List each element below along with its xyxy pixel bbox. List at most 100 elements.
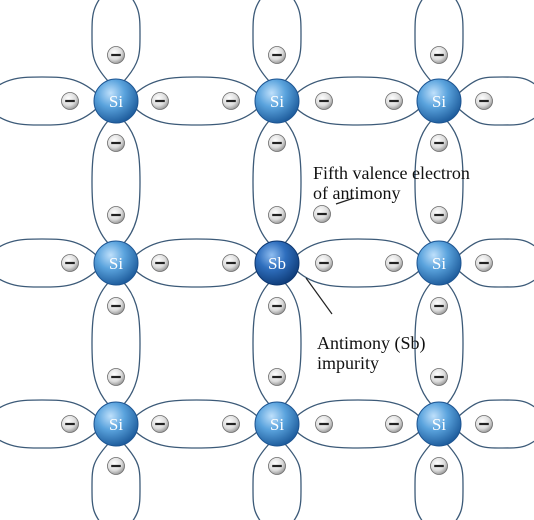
electron-28 xyxy=(268,368,286,386)
bond-line-39 xyxy=(284,443,302,520)
antimony-atom: Sb xyxy=(254,240,300,286)
bond-line-32 xyxy=(252,0,270,82)
bond-line-16 xyxy=(0,399,97,417)
atom-label: Si xyxy=(109,254,123,273)
bond-line-14 xyxy=(458,238,534,256)
bond-line-0 xyxy=(0,76,97,94)
bond-line-46 xyxy=(414,443,432,520)
silicon-atom: Si xyxy=(93,401,139,447)
electron-12 xyxy=(61,415,79,433)
atom-label: Si xyxy=(432,92,446,111)
atom-label: Sb xyxy=(268,254,286,273)
electron-23 xyxy=(107,457,125,475)
electron-0 xyxy=(61,92,79,110)
electron-21 xyxy=(107,297,125,315)
impurity-label-line1: Antimony (Sb) xyxy=(317,333,426,354)
bond-line-47 xyxy=(446,443,464,520)
electron-32 xyxy=(430,206,448,224)
bond-line-19 xyxy=(135,431,258,449)
electron-4 xyxy=(385,92,403,110)
electron-10 xyxy=(385,254,403,272)
fifth-electron-label-line1: Fifth valence electron xyxy=(313,163,470,183)
bond-line-4 xyxy=(296,76,420,94)
electron-13 xyxy=(151,415,169,433)
electron-26 xyxy=(268,206,286,224)
electron-19 xyxy=(107,134,125,152)
silicon-atom: Si xyxy=(254,401,300,447)
bond-line-38 xyxy=(252,443,270,520)
bond-line-15 xyxy=(458,270,534,288)
bond-line-42 xyxy=(414,120,432,244)
atom-label: Si xyxy=(270,92,284,111)
electron-15 xyxy=(315,415,333,433)
bond-line-11 xyxy=(135,270,258,288)
electron-7 xyxy=(151,254,169,272)
bond-line-23 xyxy=(458,431,534,449)
electron-3 xyxy=(315,92,333,110)
bond-line-36 xyxy=(252,282,270,405)
electron-20 xyxy=(107,206,125,224)
atom-label: Si xyxy=(270,415,284,434)
bond-line-44 xyxy=(414,282,432,405)
electron-16 xyxy=(385,415,403,433)
electron-2 xyxy=(222,92,240,110)
bond-line-35 xyxy=(284,120,302,244)
bond-line-30 xyxy=(91,443,109,520)
fifth-electron-leader-line xyxy=(335,197,355,205)
bond-line-40 xyxy=(414,0,432,82)
electron-36 xyxy=(313,205,331,223)
bond-line-13 xyxy=(296,270,420,288)
bond-line-29 xyxy=(123,282,141,405)
bond-line-6 xyxy=(458,76,534,94)
bond-line-43 xyxy=(446,120,464,244)
bond-line-8 xyxy=(0,238,97,256)
atom-label: Si xyxy=(109,415,123,434)
bond-line-7 xyxy=(458,108,534,126)
electron-18 xyxy=(107,46,125,64)
bond-line-3 xyxy=(135,108,258,126)
bond-line-22 xyxy=(458,399,534,417)
bond-line-21 xyxy=(296,431,420,449)
bond-line-26 xyxy=(91,120,109,244)
electron-29 xyxy=(268,457,286,475)
bond-line-20 xyxy=(296,399,420,417)
electron-34 xyxy=(430,368,448,386)
silicon-atom: Si xyxy=(93,240,139,286)
electron-30 xyxy=(430,46,448,64)
bond-line-41 xyxy=(446,0,464,82)
electron-35 xyxy=(430,457,448,475)
bond-line-45 xyxy=(446,282,464,405)
bond-line-5 xyxy=(296,108,420,126)
bond-line-12 xyxy=(296,238,420,256)
bond-line-1 xyxy=(0,108,97,126)
bond-line-31 xyxy=(123,443,141,520)
silicon-atom: Si xyxy=(416,240,462,286)
silicon-atom: Si xyxy=(416,78,462,124)
bond-line-25 xyxy=(123,0,141,82)
bond-line-18 xyxy=(135,399,258,417)
silicon-atom: Si xyxy=(93,78,139,124)
bond-line-9 xyxy=(0,270,97,288)
fifth-electron-label-line2: of antimony xyxy=(313,183,401,203)
electron-17 xyxy=(475,415,493,433)
atom-label: Si xyxy=(109,92,123,111)
electron-9 xyxy=(315,254,333,272)
bond-line-2 xyxy=(135,76,258,94)
electron-6 xyxy=(61,254,79,272)
electron-11 xyxy=(475,254,493,272)
electron-22 xyxy=(107,368,125,386)
bond-line-37 xyxy=(284,282,302,405)
impurity-label-line2: impurity xyxy=(317,353,379,373)
electron-8 xyxy=(222,254,240,272)
electron-1 xyxy=(151,92,169,110)
electron-27 xyxy=(268,297,286,315)
atom-label: Si xyxy=(432,415,446,434)
bond-line-28 xyxy=(91,282,109,405)
impurity-leader-line xyxy=(305,277,333,315)
electron-31 xyxy=(430,134,448,152)
electron-25 xyxy=(268,134,286,152)
silicon-atom: Si xyxy=(416,401,462,447)
